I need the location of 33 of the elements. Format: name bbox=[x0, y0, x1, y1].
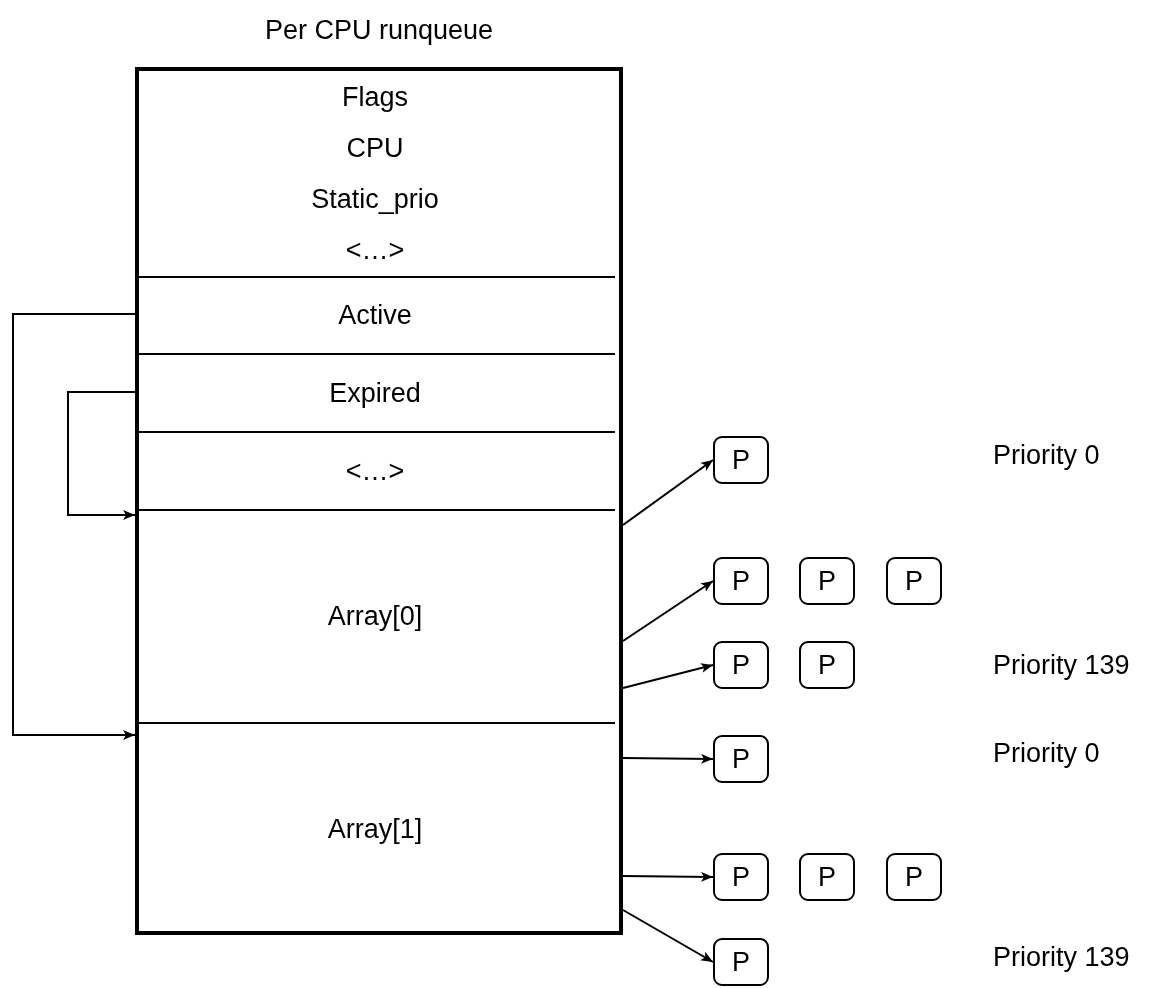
arrow bbox=[622, 459, 714, 526]
arrow bbox=[12, 313, 136, 740]
priority-label: Priority 0 bbox=[993, 738, 1100, 769]
priority-label: Priority 139 bbox=[993, 650, 1130, 681]
process-box: P bbox=[713, 436, 769, 484]
process-box: P bbox=[886, 853, 942, 901]
process-box: P bbox=[799, 557, 855, 605]
process-box: P bbox=[713, 557, 769, 605]
process-box: P bbox=[799, 641, 855, 689]
process-box: P bbox=[713, 735, 769, 783]
process-box: P bbox=[713, 641, 769, 689]
process-box: P bbox=[886, 557, 942, 605]
arrow bbox=[622, 753, 714, 764]
process-box: P bbox=[713, 938, 769, 986]
arrow bbox=[622, 663, 714, 689]
field-name: CPU bbox=[346, 132, 404, 165]
priority-label: Priority 139 bbox=[993, 942, 1130, 973]
field-name: <…> bbox=[345, 454, 405, 488]
heading: Per CPU runqueue bbox=[263, 15, 495, 46]
arrow bbox=[622, 580, 714, 642]
field-name: <…> bbox=[345, 234, 405, 267]
arrow bbox=[67, 391, 136, 520]
field-name: Active bbox=[338, 299, 412, 332]
process-box: P bbox=[713, 853, 769, 901]
arrow bbox=[622, 871, 714, 882]
arrow bbox=[622, 909, 714, 963]
process-box: P bbox=[799, 853, 855, 901]
field-name: Flags bbox=[342, 81, 408, 114]
field-name: Expired bbox=[329, 376, 421, 410]
field-name: Array[1] bbox=[327, 813, 423, 846]
field-name: Array[0] bbox=[327, 600, 423, 633]
field-name: Static_prio bbox=[311, 183, 439, 216]
priority-label: Priority 0 bbox=[993, 440, 1100, 471]
